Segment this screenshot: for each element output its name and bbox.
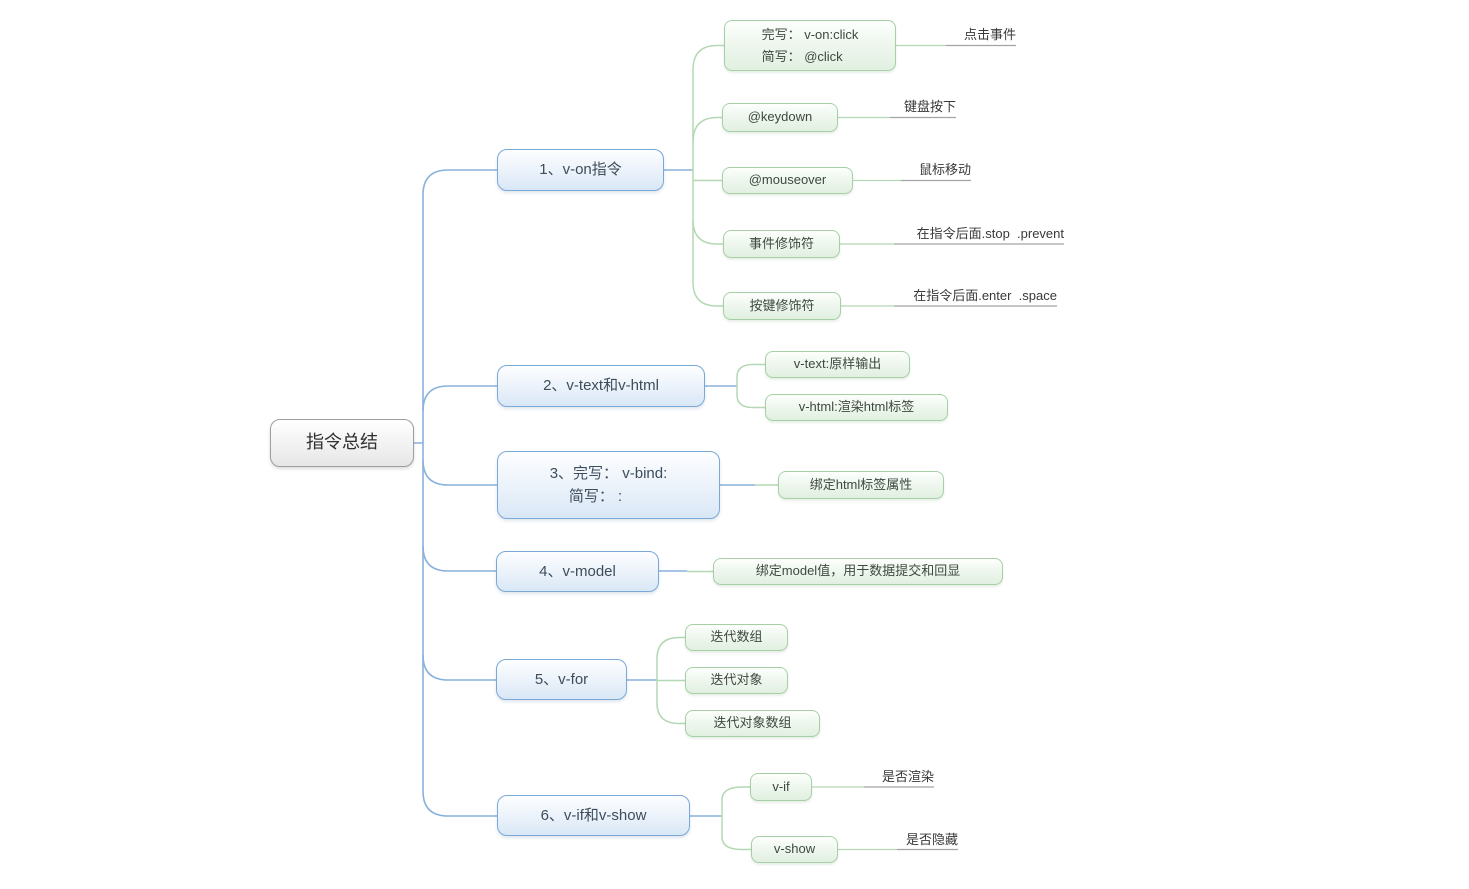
fork6-c2 [721, 836, 751, 851]
note-lead-lines [812, 44, 946, 851]
subtopic-iterate-array-label: 迭代数组 [710, 629, 763, 645]
fork5-c1 [656, 636, 685, 660]
branch-v-on[interactable]: 1、v-on指令 [497, 149, 664, 191]
root-topic-label: 指令总结 [306, 432, 378, 453]
branch-v-if-v-show-label: 6、v-if和v-show [540, 806, 647, 824]
subtopic-mouseover-label: @mouseover [748, 172, 827, 188]
branch-v-for[interactable]: 5、v-for [496, 659, 627, 700]
subtopic-iterate-array[interactable]: 迭代数组 [685, 624, 788, 651]
subtopic-iterate-object-label: 迭代对象 [710, 672, 763, 688]
subtopic-bind-model-label: 绑定model值，用于数据提交和回显 [755, 563, 961, 579]
fork1-c5 [692, 281, 723, 307]
branch-v-model[interactable]: 4、v-model [496, 551, 659, 592]
subtopic-v-if[interactable]: v-if [750, 773, 812, 801]
branch5-curve [422, 654, 496, 681]
trunk-line [414, 195, 424, 791]
subtopic-v-show-label: v-show [773, 841, 816, 857]
subtopic-keydown-label: @keydown [747, 109, 813, 125]
branch-v-text-v-html-label: 2、v-text和v-html [543, 377, 659, 395]
branch4-curve [422, 545, 496, 572]
subtopic-v-on-click[interactable]: 完写： v-on:click 简写： @click [724, 20, 896, 71]
branch-v-on-label: 1、v-on指令 [539, 161, 622, 179]
branch-v-if-v-show[interactable]: 6、v-if和v-show [497, 795, 690, 836]
subtopic-bind-html-attr[interactable]: 绑定html标签属性 [778, 471, 944, 499]
subtopic-bind-html-attr-label: 绑定html标签属性 [809, 476, 913, 492]
subtopic-v-text-label: v-text:原样输出 [793, 356, 882, 372]
branch2-curve [422, 385, 497, 412]
note-mouse-move[interactable]: 鼠标移动 [918, 162, 971, 177]
fork1-c2 [692, 116, 722, 143]
fork1-c1 [692, 44, 724, 71]
branch-v-bind-label: 3、完写： v-bind: 简写： : [549, 464, 668, 505]
subtopic-iterate-object-array-label: 迭代对象数组 [713, 715, 792, 731]
subtopic-iterate-object-array[interactable]: 迭代对象数组 [685, 710, 820, 737]
note-render-or-not[interactable]: 是否渲染 [881, 769, 934, 784]
note-click-event[interactable]: 点击事件 [963, 27, 1016, 42]
branch-stub-lines [627, 169, 755, 817]
fork2-c1 [736, 363, 765, 378]
subtopic-key-modifiers-label: 按键修饰符 [749, 297, 815, 313]
branch-v-text-v-html[interactable]: 2、v-text和v-html [497, 365, 705, 407]
subtopic-v-on-click-label: 完写： v-on:click 简写： @click [761, 27, 859, 64]
subtopic-event-modifiers[interactable]: 事件修饰符 [723, 230, 840, 258]
branch6-curve [422, 790, 497, 817]
note-underlines [864, 44, 1064, 851]
fork5-c3 [656, 702, 685, 725]
subtopic-mouseover[interactable]: @mouseover [722, 167, 853, 194]
note-key-modifier-usage[interactable]: 在指令后面.enter .space [913, 288, 1057, 303]
subtopic-bind-model[interactable]: 绑定model值，用于数据提交和回显 [713, 558, 1003, 585]
branch-v-bind[interactable]: 3、完写： v-bind: 简写： : [497, 451, 720, 519]
subtopic-connectors [656, 44, 946, 851]
branch-connectors [414, 169, 755, 817]
subtopic-keydown[interactable]: @keydown [722, 103, 838, 132]
subtopic-v-html-label: v-html:渲染html标签 [798, 399, 915, 415]
branch-v-for-label: 5、v-for [534, 670, 589, 688]
subtopic-event-modifiers-label: 事件修饰符 [748, 235, 814, 251]
branch-v-model-label: 4、v-model [539, 562, 616, 580]
fork1-c4 [692, 219, 723, 245]
subtopic-v-if-label: v-if [772, 778, 790, 794]
subtopic-v-show[interactable]: v-show [751, 836, 838, 863]
note-hide-or-not[interactable]: 是否隐藏 [905, 832, 958, 847]
root-topic[interactable]: 指令总结 [270, 419, 414, 467]
fork2-c2 [736, 394, 765, 409]
branch1-curve [422, 169, 497, 196]
subtopic-iterate-object[interactable]: 迭代对象 [685, 667, 788, 694]
subtopic-v-text[interactable]: v-text:原样输出 [765, 351, 910, 378]
subtopic-key-modifiers[interactable]: 按键修饰符 [723, 292, 841, 320]
note-key-down[interactable]: 键盘按下 [903, 99, 956, 114]
note-event-modifier-usage[interactable]: 在指令后面.stop .prevent [916, 226, 1064, 241]
note-underline-lines [864, 44, 1064, 851]
fork6-c1 [721, 786, 750, 801]
branch3-curve [422, 459, 497, 486]
subtopic-v-html[interactable]: v-html:渲染html标签 [765, 394, 948, 421]
